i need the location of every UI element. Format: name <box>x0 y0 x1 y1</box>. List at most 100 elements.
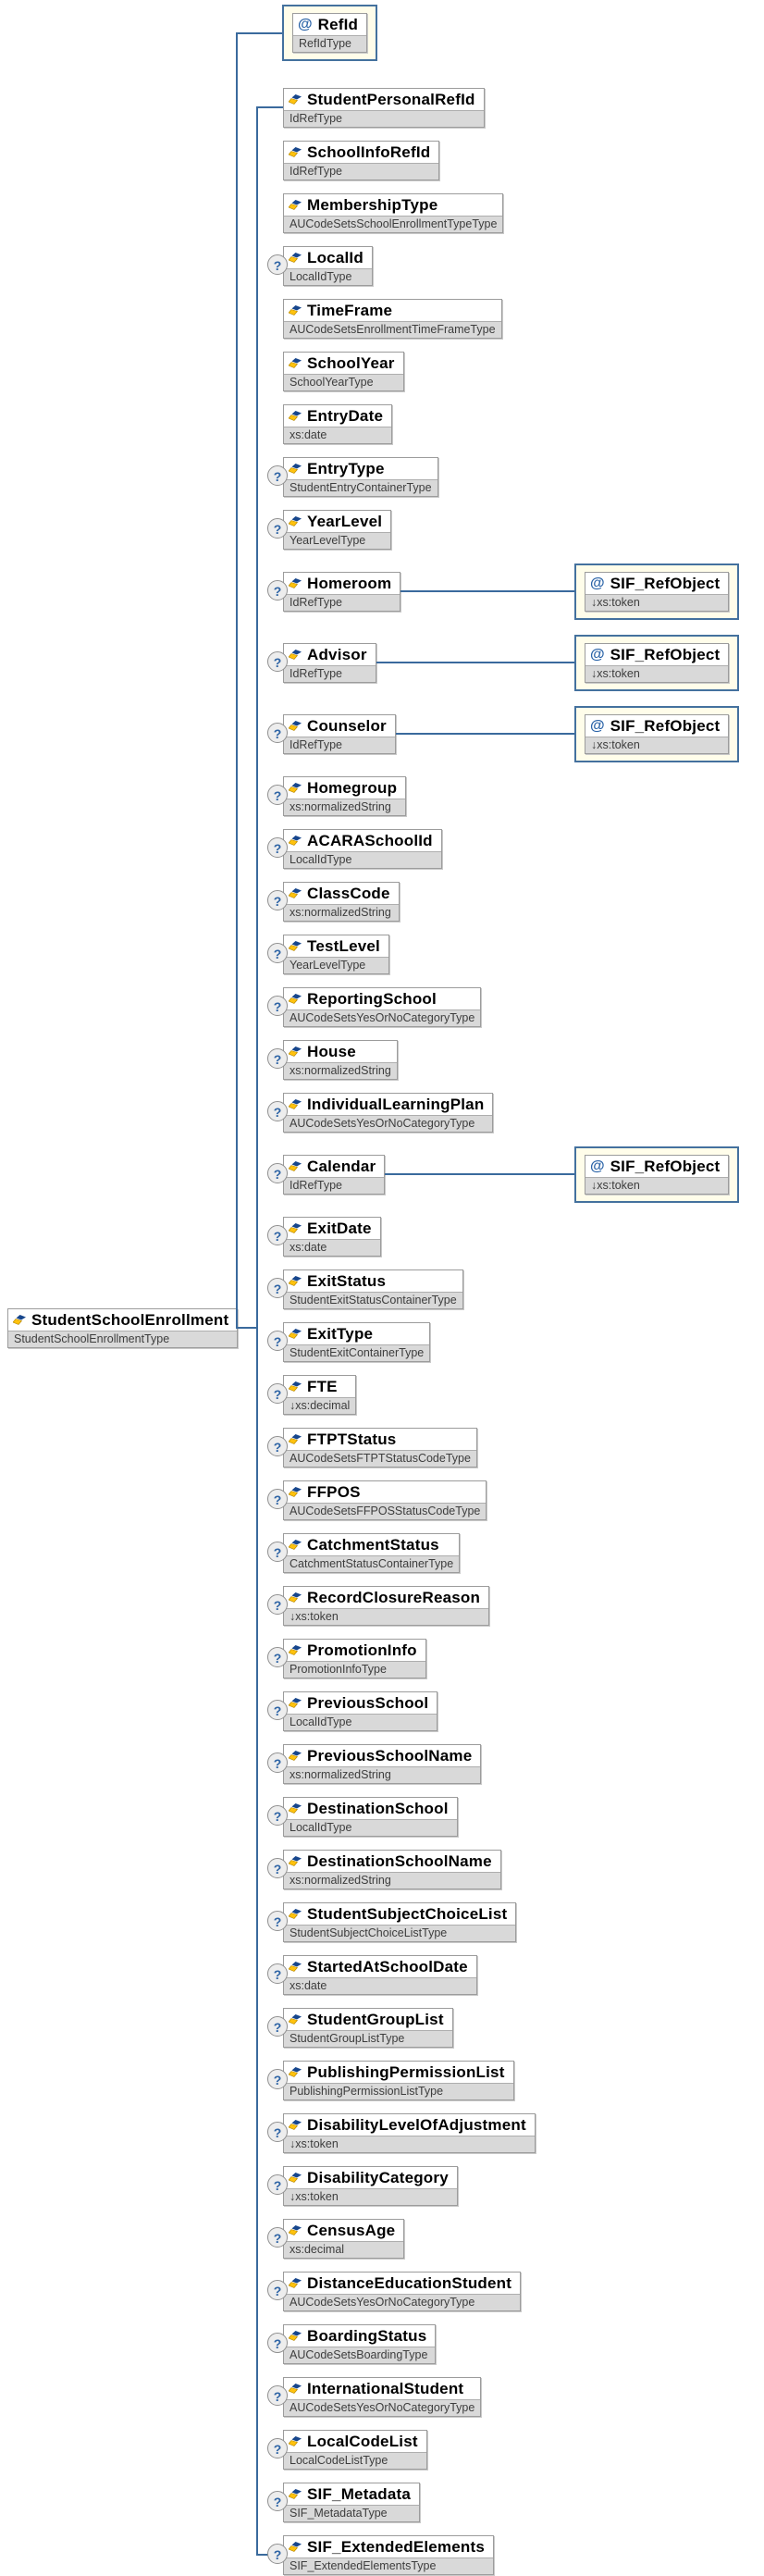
element-box[interactable]: FFPOS AUCodeSetsFFPOSStatusCodeType <box>283 1480 487 1520</box>
element-box[interactable]: ReportingSchool AUCodeSetsYesOrNoCategor… <box>283 987 482 1027</box>
element-box[interactable]: YearLevel YearLevelType <box>283 510 392 550</box>
element-box[interactable]: PreviousSchool LocalIdType <box>283 1691 438 1731</box>
element-box[interactable]: LocalId LocalIdType <box>283 246 373 286</box>
element-box[interactable]: TestLevel YearLevelType <box>283 935 389 974</box>
sif-refobject-box[interactable]: @ SIF_RefObject ↓xs:token <box>585 1155 730 1195</box>
element-node-promotioninfo[interactable]: ? PromotionInfo PromotionInfoType <box>267 1639 426 1678</box>
element-box[interactable]: Homeroom IdRefType <box>283 572 401 612</box>
element-node-calendar[interactable]: ? Calendar IdRefType <box>267 1155 386 1195</box>
element-box[interactable]: ExitDate xs:date <box>283 1217 381 1257</box>
element-node-startedatschooldate[interactable]: ? StartedAtSchoolDate xs:date <box>267 1955 477 1995</box>
element-box[interactable]: EntryType StudentEntryContainerType <box>283 457 438 497</box>
element-node-disabilitycategory[interactable]: ? DisabilityCategory ↓xs:token <box>267 2166 458 2206</box>
element-box[interactable]: PublishingPermissionList PublishingPermi… <box>283 2061 514 2100</box>
element-node-schoolinforefid[interactable]: SchoolInfoRefId IdRefType <box>283 141 440 180</box>
element-box[interactable]: Advisor IdRefType <box>283 643 376 683</box>
element-box[interactable]: ACARASchoolId LocalIdType <box>283 829 442 869</box>
element-node-recordclosurereason[interactable]: ? RecordClosureReason ↓xs:token <box>267 1586 490 1626</box>
element-node-studentsubjectchoicelist[interactable]: ? StudentSubjectChoiceList StudentSubjec… <box>267 1902 517 1942</box>
element-box[interactable]: BoardingStatus AUCodeSetsBoardingType <box>283 2324 437 2364</box>
element-node-acaraschoolid[interactable]: ? ACARASchoolId LocalIdType <box>267 829 442 869</box>
element-box[interactable]: EntryDate xs:date <box>283 404 393 444</box>
element-box[interactable]: DestinationSchool LocalIdType <box>283 1797 458 1837</box>
sif-refobject-node[interactable]: @ SIF_RefObject ↓xs:token <box>574 1146 740 1203</box>
element-node-classcode[interactable]: ? ClassCode xs:normalizedString <box>267 882 400 922</box>
element-node-counselor[interactable]: ? Counselor IdRefType <box>267 714 396 754</box>
element-box[interactable]: House xs:normalizedString <box>283 1040 398 1080</box>
sif-refobject-node[interactable]: @ SIF_RefObject ↓xs:token <box>574 564 740 620</box>
element-box[interactable]: IndividualLearningPlan AUCodeSetsYesOrNo… <box>283 1093 494 1133</box>
element-box[interactable]: StartedAtSchoolDate xs:date <box>283 1955 477 1995</box>
element-node-boardingstatus[interactable]: ? BoardingStatus AUCodeSetsBoardingType <box>267 2324 437 2364</box>
element-node-sif_extendedelements[interactable]: ? SIF_ExtendedElements SIF_ExtendedEleme… <box>267 2535 495 2575</box>
element-box[interactable]: CensusAge xs:decimal <box>283 2219 405 2259</box>
element-node-sif_metadata[interactable]: ? SIF_Metadata SIF_MetadataType <box>267 2483 420 2522</box>
element-node-catchmentstatus[interactable]: ? CatchmentStatus CatchmentStatusContain… <box>267 1533 461 1573</box>
element-box[interactable]: DisabilityLevelOfAdjustment ↓xs:token <box>283 2113 536 2153</box>
element-box[interactable]: SchoolInfoRefId IdRefType <box>283 141 440 180</box>
element-box[interactable]: RecordClosureReason ↓xs:token <box>283 1586 490 1626</box>
element-node-advisor[interactable]: ? Advisor IdRefType <box>267 643 376 683</box>
refid-attribute-node[interactable]: @ RefId RefIdType <box>282 5 378 61</box>
sif-refobject-node[interactable]: @ SIF_RefObject ↓xs:token <box>574 706 740 762</box>
element-node-disabilitylevelofadjustment[interactable]: ? DisabilityLevelOfAdjustment ↓xs:token <box>267 2113 536 2153</box>
element-box[interactable]: ClassCode xs:normalizedString <box>283 882 400 922</box>
element-box[interactable]: PreviousSchoolName xs:normalizedString <box>283 1744 482 1784</box>
element-box[interactable]: SchoolYear SchoolYearType <box>283 352 404 391</box>
element-box[interactable]: StudentGroupList StudentGroupListType <box>283 2008 453 2048</box>
element-node-previousschool[interactable]: ? PreviousSchool LocalIdType <box>267 1691 438 1731</box>
element-box[interactable]: TimeFrame AUCodeSetsEnrollmentTimeFrameT… <box>283 299 502 339</box>
element-node-distanceeducationstudent[interactable]: ? DistanceEducationStudent AUCodeSetsYes… <box>267 2272 522 2311</box>
element-node-membershiptype[interactable]: MembershipType AUCodeSetsSchoolEnrollmen… <box>283 193 504 233</box>
element-box[interactable]: CatchmentStatus CatchmentStatusContainer… <box>283 1533 461 1573</box>
root-element-node[interactable]: StudentSchoolEnrollment StudentSchoolEnr… <box>7 1308 239 1348</box>
element-box[interactable]: ExitType StudentExitContainerType <box>283 1322 431 1362</box>
element-node-studentpersonalrefid[interactable]: StudentPersonalRefId IdRefType <box>283 88 485 128</box>
sif-refobject-box[interactable]: @ SIF_RefObject ↓xs:token <box>585 714 730 754</box>
element-node-fte[interactable]: ? FTE ↓xs:decimal <box>267 1375 357 1415</box>
sif-refobject-node[interactable]: @ SIF_RefObject ↓xs:token <box>574 635 740 691</box>
element-node-studentgrouplist[interactable]: ? StudentGroupList StudentGroupListType <box>267 2008 453 2048</box>
element-node-ftptstatus[interactable]: ? FTPTStatus AUCodeSetsFTPTStatusCodeTyp… <box>267 1428 477 1468</box>
element-node-entrydate[interactable]: EntryDate xs:date <box>283 404 393 444</box>
element-node-ffpos[interactable]: ? FFPOS AUCodeSetsFFPOSStatusCodeType <box>267 1480 487 1520</box>
element-box[interactable]: Homegroup xs:normalizedString <box>283 776 407 816</box>
element-box[interactable]: InternationalStudent AUCodeSetsYesOrNoCa… <box>283 2377 482 2417</box>
element-box[interactable]: SIF_Metadata SIF_MetadataType <box>283 2483 420 2522</box>
element-node-localid[interactable]: ? LocalId LocalIdType <box>267 246 373 286</box>
element-box[interactable]: MembershipType AUCodeSetsSchoolEnrollmen… <box>283 193 504 233</box>
root-element-box[interactable]: StudentSchoolEnrollment StudentSchoolEnr… <box>7 1308 239 1348</box>
element-node-schoolyear[interactable]: SchoolYear SchoolYearType <box>283 352 404 391</box>
element-box[interactable]: ExitStatus StudentExitStatusContainerTyp… <box>283 1269 463 1309</box>
element-node-censusage[interactable]: ? CensusAge xs:decimal <box>267 2219 405 2259</box>
element-node-exitdate[interactable]: ? ExitDate xs:date <box>267 1217 381 1257</box>
element-box[interactable]: PromotionInfo PromotionInfoType <box>283 1639 426 1678</box>
element-node-previousschoolname[interactable]: ? PreviousSchoolName xs:normalizedString <box>267 1744 482 1784</box>
sif-refobject-box[interactable]: @ SIF_RefObject ↓xs:token <box>585 643 730 683</box>
element-box[interactable]: DestinationSchoolName xs:normalizedStrin… <box>283 1850 501 1889</box>
element-node-destinationschoolname[interactable]: ? DestinationSchoolName xs:normalizedStr… <box>267 1850 501 1889</box>
element-box[interactable]: FTPTStatus AUCodeSetsFTPTStatusCodeType <box>283 1428 477 1468</box>
element-box[interactable]: FTE ↓xs:decimal <box>283 1375 357 1415</box>
element-node-individuallearningplan[interactable]: ? IndividualLearningPlan AUCodeSetsYesOr… <box>267 1093 494 1133</box>
refid-attribute-box[interactable]: @ RefId RefIdType <box>292 13 368 53</box>
sif-refobject-box[interactable]: @ SIF_RefObject ↓xs:token <box>585 572 730 612</box>
element-node-destinationschool[interactable]: ? DestinationSchool LocalIdType <box>267 1797 458 1837</box>
element-node-testlevel[interactable]: ? TestLevel YearLevelType <box>267 935 389 974</box>
element-node-timeframe[interactable]: TimeFrame AUCodeSetsEnrollmentTimeFrameT… <box>283 299 502 339</box>
element-node-yearlevel[interactable]: ? YearLevel YearLevelType <box>267 510 392 550</box>
element-box[interactable]: SIF_ExtendedElements SIF_ExtendedElement… <box>283 2535 495 2575</box>
element-node-homegroup[interactable]: ? Homegroup xs:normalizedString <box>267 776 407 816</box>
element-box[interactable]: StudentPersonalRefId IdRefType <box>283 88 485 128</box>
element-node-house[interactable]: ? House xs:normalizedString <box>267 1040 398 1080</box>
element-node-exittype[interactable]: ? ExitType StudentExitContainerType <box>267 1322 431 1362</box>
element-box[interactable]: Calendar IdRefType <box>283 1155 386 1195</box>
element-node-homeroom[interactable]: ? Homeroom IdRefType <box>267 572 401 612</box>
element-box[interactable]: DisabilityCategory ↓xs:token <box>283 2166 458 2206</box>
element-node-localcodelist[interactable]: ? LocalCodeList LocalCodeListType <box>267 2430 427 2470</box>
element-box[interactable]: DistanceEducationStudent AUCodeSetsYesOr… <box>283 2272 522 2311</box>
element-node-internationalstudent[interactable]: ? InternationalStudent AUCodeSetsYesOrNo… <box>267 2377 482 2417</box>
element-node-publishingpermissionlist[interactable]: ? PublishingPermissionList PublishingPer… <box>267 2061 514 2100</box>
element-box[interactable]: Counselor IdRefType <box>283 714 396 754</box>
element-box[interactable]: StudentSubjectChoiceList StudentSubjectC… <box>283 1902 517 1942</box>
